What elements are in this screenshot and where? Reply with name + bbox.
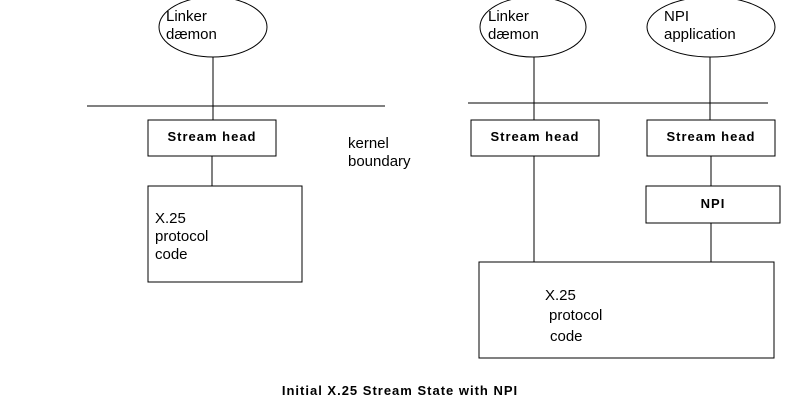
left-protocol-label-2: protocol xyxy=(155,228,209,245)
left-ellipse-label-2: dæmon xyxy=(166,26,217,43)
npi-app-label-2: application xyxy=(664,26,736,43)
left-protocol-box xyxy=(147,185,303,283)
npi-module-label: NPI xyxy=(700,196,726,211)
right-protocol-label-2: protocol xyxy=(549,307,603,324)
left-stream-head-label: Stream head xyxy=(167,129,257,144)
right-protocol-label-1: X.25 xyxy=(545,287,576,304)
right-stream-head-left-label: Stream head xyxy=(490,129,580,144)
right-stream-head-right-label: Stream head xyxy=(666,129,756,144)
right-linker-daemon-ellipse xyxy=(479,0,587,58)
right-protocol-label-3: code xyxy=(550,328,583,345)
kernel-boundary-label-2: boundary xyxy=(348,153,411,170)
left-ellipse-label-1: Linker xyxy=(166,8,207,25)
left-protocol-label-1: X.25 xyxy=(155,210,186,227)
right-protocol-box xyxy=(478,261,775,359)
right-stream-head-box-left xyxy=(470,119,600,157)
npi-application-ellipse xyxy=(646,0,776,58)
kernel-boundary-label-1: kernel xyxy=(348,135,389,152)
right-ellipse1-label-2: dæmon xyxy=(488,26,539,43)
npi-app-label-1: NPI xyxy=(664,8,690,25)
diagram-caption: Initial X.25 Stream State with NPI xyxy=(281,383,519,398)
right-ellipse1-label-1: Linker xyxy=(488,8,529,25)
left-protocol-label-3: code xyxy=(155,246,188,263)
npi-module-box xyxy=(645,185,781,224)
